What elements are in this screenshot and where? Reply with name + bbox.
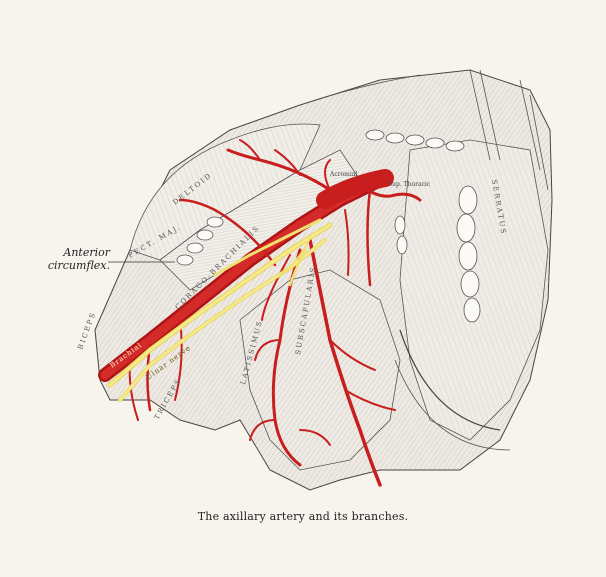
latissimus-muscle (239, 269, 401, 471)
figure-caption: The axillary artery and its branches. (197, 510, 409, 523)
neck-lines (299, 69, 549, 191)
subclavian-artery (316, 169, 394, 209)
anterior-line-1: Anterior (63, 246, 110, 259)
anterior-circumflex-label: Anterior circumflex. (30, 246, 110, 272)
deltoid-muscle (129, 123, 321, 261)
label-biceps: BICEPS (76, 310, 97, 350)
artery-tree (98, 139, 422, 487)
anterior-line-2: circumflex. (47, 259, 110, 272)
rib-cartilages (176, 129, 481, 323)
circumflex-branch (178, 198, 277, 267)
thoracic-branch (358, 183, 422, 202)
label-sup-thoracic: Sup. Thoracic (388, 181, 431, 188)
label-acromial: Acromial (329, 171, 357, 178)
scapula-edge-2 (394, 359, 511, 451)
scapula-edge (399, 329, 501, 431)
nerve-bundle (107, 218, 333, 402)
musculocutaneous-nerve (213, 218, 322, 277)
subscapular-branch (308, 238, 382, 487)
